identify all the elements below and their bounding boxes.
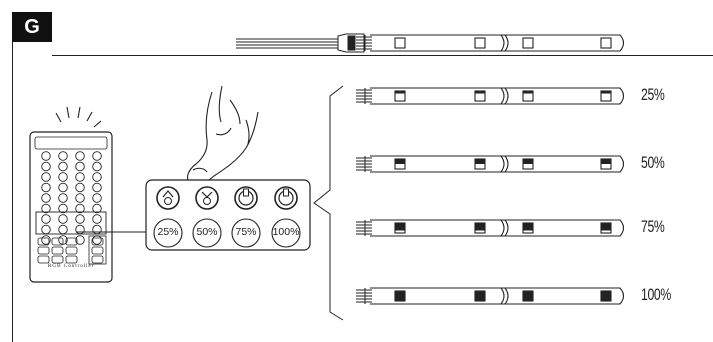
frame-top-border (52, 55, 713, 56)
led-chip (522, 37, 534, 49)
remote-button (41, 182, 51, 193)
brightness-50-icon (192, 218, 222, 248)
remote-button (75, 193, 85, 203)
brightness-down-icon (195, 186, 219, 210)
remote-signal-icon (55, 106, 102, 128)
brightness-up-icon (156, 186, 180, 210)
remote-button (75, 235, 85, 245)
brightness-label: 100% (641, 285, 671, 304)
remote-button (92, 193, 102, 203)
remote-button (75, 161, 85, 172)
led-strip-75-percent (356, 219, 625, 237)
remote-button (58, 182, 68, 193)
remote-button (75, 203, 85, 214)
panel-button-label: 75% (235, 226, 257, 238)
remote-button (41, 193, 51, 203)
remote-button (75, 214, 85, 224)
remote-button (41, 161, 51, 172)
led-strip-100-percent (356, 287, 625, 305)
remote-button (75, 151, 85, 161)
speed-down-icon (274, 186, 298, 210)
brightness-25-icon (153, 218, 183, 248)
led-strip-25-percent (356, 87, 625, 105)
remote-button (92, 151, 102, 161)
remote-label: RGB Controller (47, 263, 95, 269)
brightness-label: 50% (641, 153, 665, 172)
control-panel (145, 179, 311, 251)
frame-left-border (12, 42, 13, 342)
led-chip (600, 37, 612, 49)
remote-button (58, 203, 68, 214)
figure-label: G (12, 12, 52, 42)
hand-finger-icon (187, 85, 259, 186)
remote-button (92, 214, 102, 224)
brightness-label: 25% (641, 85, 665, 104)
remote-button (41, 235, 51, 245)
remote-button (75, 182, 85, 193)
led-strip-50-percent (356, 155, 625, 173)
speed-up-icon (234, 186, 258, 210)
remote-button (41, 151, 51, 161)
remote-button (58, 193, 68, 203)
remote-button (41, 172, 51, 182)
remote-button (92, 182, 102, 193)
remote-button (92, 172, 102, 182)
panel-button-label: 50% (196, 226, 218, 238)
led-chip (474, 37, 486, 49)
brightness-100-icon (271, 218, 301, 248)
remote-button (75, 172, 85, 182)
remote-button (41, 214, 51, 224)
power-cable (236, 33, 365, 53)
remote-button (58, 214, 68, 224)
remote-button (92, 203, 102, 214)
remote-button (58, 172, 68, 182)
brightness-75-icon (231, 218, 261, 248)
remote-button (92, 161, 102, 172)
led-strip-off (356, 34, 625, 52)
led-chip (394, 37, 406, 49)
remote-button (41, 203, 51, 214)
remote-button (58, 151, 68, 161)
panel-button-label: 25% (157, 226, 179, 238)
panel-button-label: 100% (272, 226, 300, 238)
bracket (313, 85, 344, 321)
remote-control (29, 131, 113, 283)
remote-button (58, 161, 68, 172)
brightness-label: 75% (641, 217, 665, 236)
